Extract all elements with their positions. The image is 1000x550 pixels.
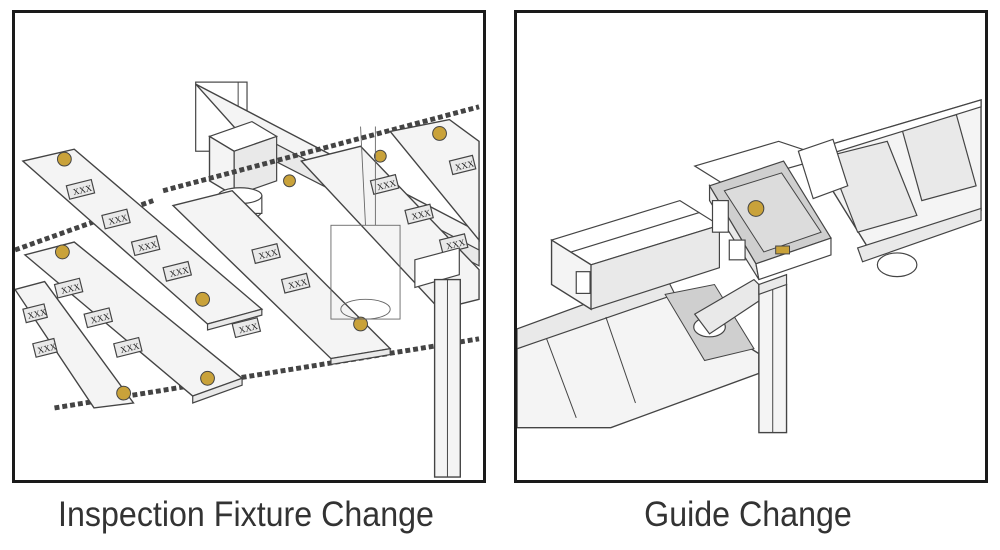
pcb-components: XXX XXX XXX XXX XXX XXX XXX XXX XXX XXX … [22,154,477,358]
caption-guide-change: Guide Change [644,495,852,534]
support-post [414,247,461,478]
upper-conveyor [807,98,982,278]
inspection-fixture-ghost [330,126,401,320]
pcb-component-label: XXX [137,239,159,253]
pcb-component-label: XXX [445,237,467,251]
pcb-component-label: XXX [169,265,191,279]
guide-post [758,273,788,434]
pcb-component-label: XXX [410,207,432,221]
guide-change-illustration [517,98,982,434]
pcb-component-label: XXX [238,321,260,335]
camera [208,120,279,236]
caption-inspection-fixture-change: Inspection Fixture Change [58,495,434,534]
pcb-component-label: XXX [257,247,279,261]
pcb-strip-4 [171,189,392,366]
inspection-fixture-panel: XXX XXX XXX XXX XXX XXX XXX XXX XXX XXX … [12,10,486,483]
pcb-component-label: XXX [72,183,94,197]
right-guide-plate [797,138,849,200]
pcb-component-label: XXX [90,311,112,325]
guide-change-panel [514,10,988,483]
guide-tray [693,140,832,281]
pcb-strip-6 [388,118,480,243]
pcb-component-label: XXX [454,158,476,172]
pcb-component-label: XXX [36,341,58,355]
lower-conveyor [517,273,770,429]
pcb-component-label: XXX [376,178,398,192]
pcb-component-label: XXX [60,281,82,295]
pcb-component-label: XXX [119,341,141,355]
pcb-component-label: XXX [287,276,309,290]
pcb-component-label: XXX [107,212,129,226]
left-guide-block [550,199,721,311]
screw-markers [54,126,447,401]
inspection-fixture-illustration: XXX XXX XXX XXX XXX XXX XXX XXX XXX XXX … [15,81,480,478]
pcb-component-label: XXX [26,306,48,320]
